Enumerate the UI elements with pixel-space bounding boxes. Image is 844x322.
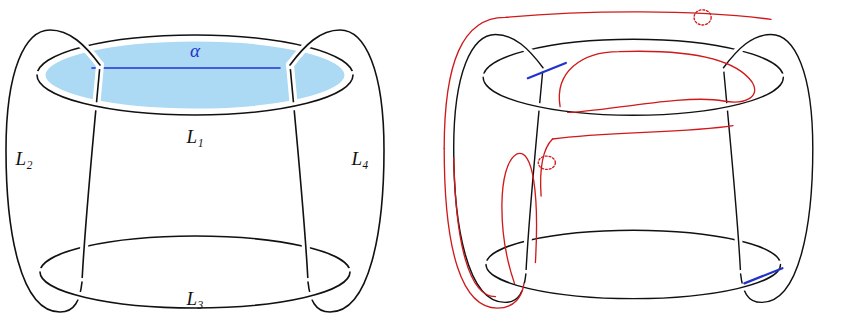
crossing-gap (82, 65, 100, 282)
red-curve (444, 12, 771, 149)
component-label: L₄ (351, 149, 368, 168)
link-component (724, 35, 813, 303)
link-component (37, 35, 353, 75)
link-component (37, 75, 353, 115)
crossing-gap (724, 35, 813, 303)
crossing-gap (40, 272, 350, 308)
component-label: L₁ (186, 127, 203, 146)
link-component (483, 77, 783, 115)
link-component (290, 65, 308, 282)
right-link (444, 10, 813, 308)
link-component (486, 264, 781, 298)
blue-arc (528, 63, 566, 78)
component-label: L₂ (15, 149, 32, 168)
red-curves (444, 10, 771, 308)
red-curve (444, 149, 524, 309)
red-curve (454, 158, 496, 297)
crossing-gap (483, 39, 783, 77)
link-component (290, 30, 384, 312)
left-link (6, 30, 384, 312)
crossing-gap (454, 35, 543, 303)
crossing-gap (6, 30, 100, 312)
link-component (724, 68, 741, 274)
link-component (6, 30, 100, 312)
red-dotted-circle (694, 10, 711, 25)
crossing-gap (37, 35, 353, 75)
red-curve (541, 139, 553, 196)
link-component (483, 39, 783, 77)
crossing-gap (37, 75, 353, 115)
arc-label: α (190, 41, 200, 60)
red-dotted-circle (538, 156, 555, 169)
link-component (82, 65, 100, 282)
red-curve (502, 153, 537, 283)
crossing-gap (724, 68, 741, 274)
red-curve (559, 51, 754, 112)
crossing-gap (290, 65, 308, 282)
blue-arc (744, 268, 782, 283)
crossing-gap (483, 77, 783, 115)
crossing-gap (290, 30, 384, 312)
link-component (454, 35, 543, 303)
component-label: L₃ (186, 289, 203, 308)
red-curve (553, 126, 734, 139)
crossing-gap (486, 264, 781, 298)
link-component (40, 272, 350, 308)
arc-alpha (92, 67, 280, 69)
